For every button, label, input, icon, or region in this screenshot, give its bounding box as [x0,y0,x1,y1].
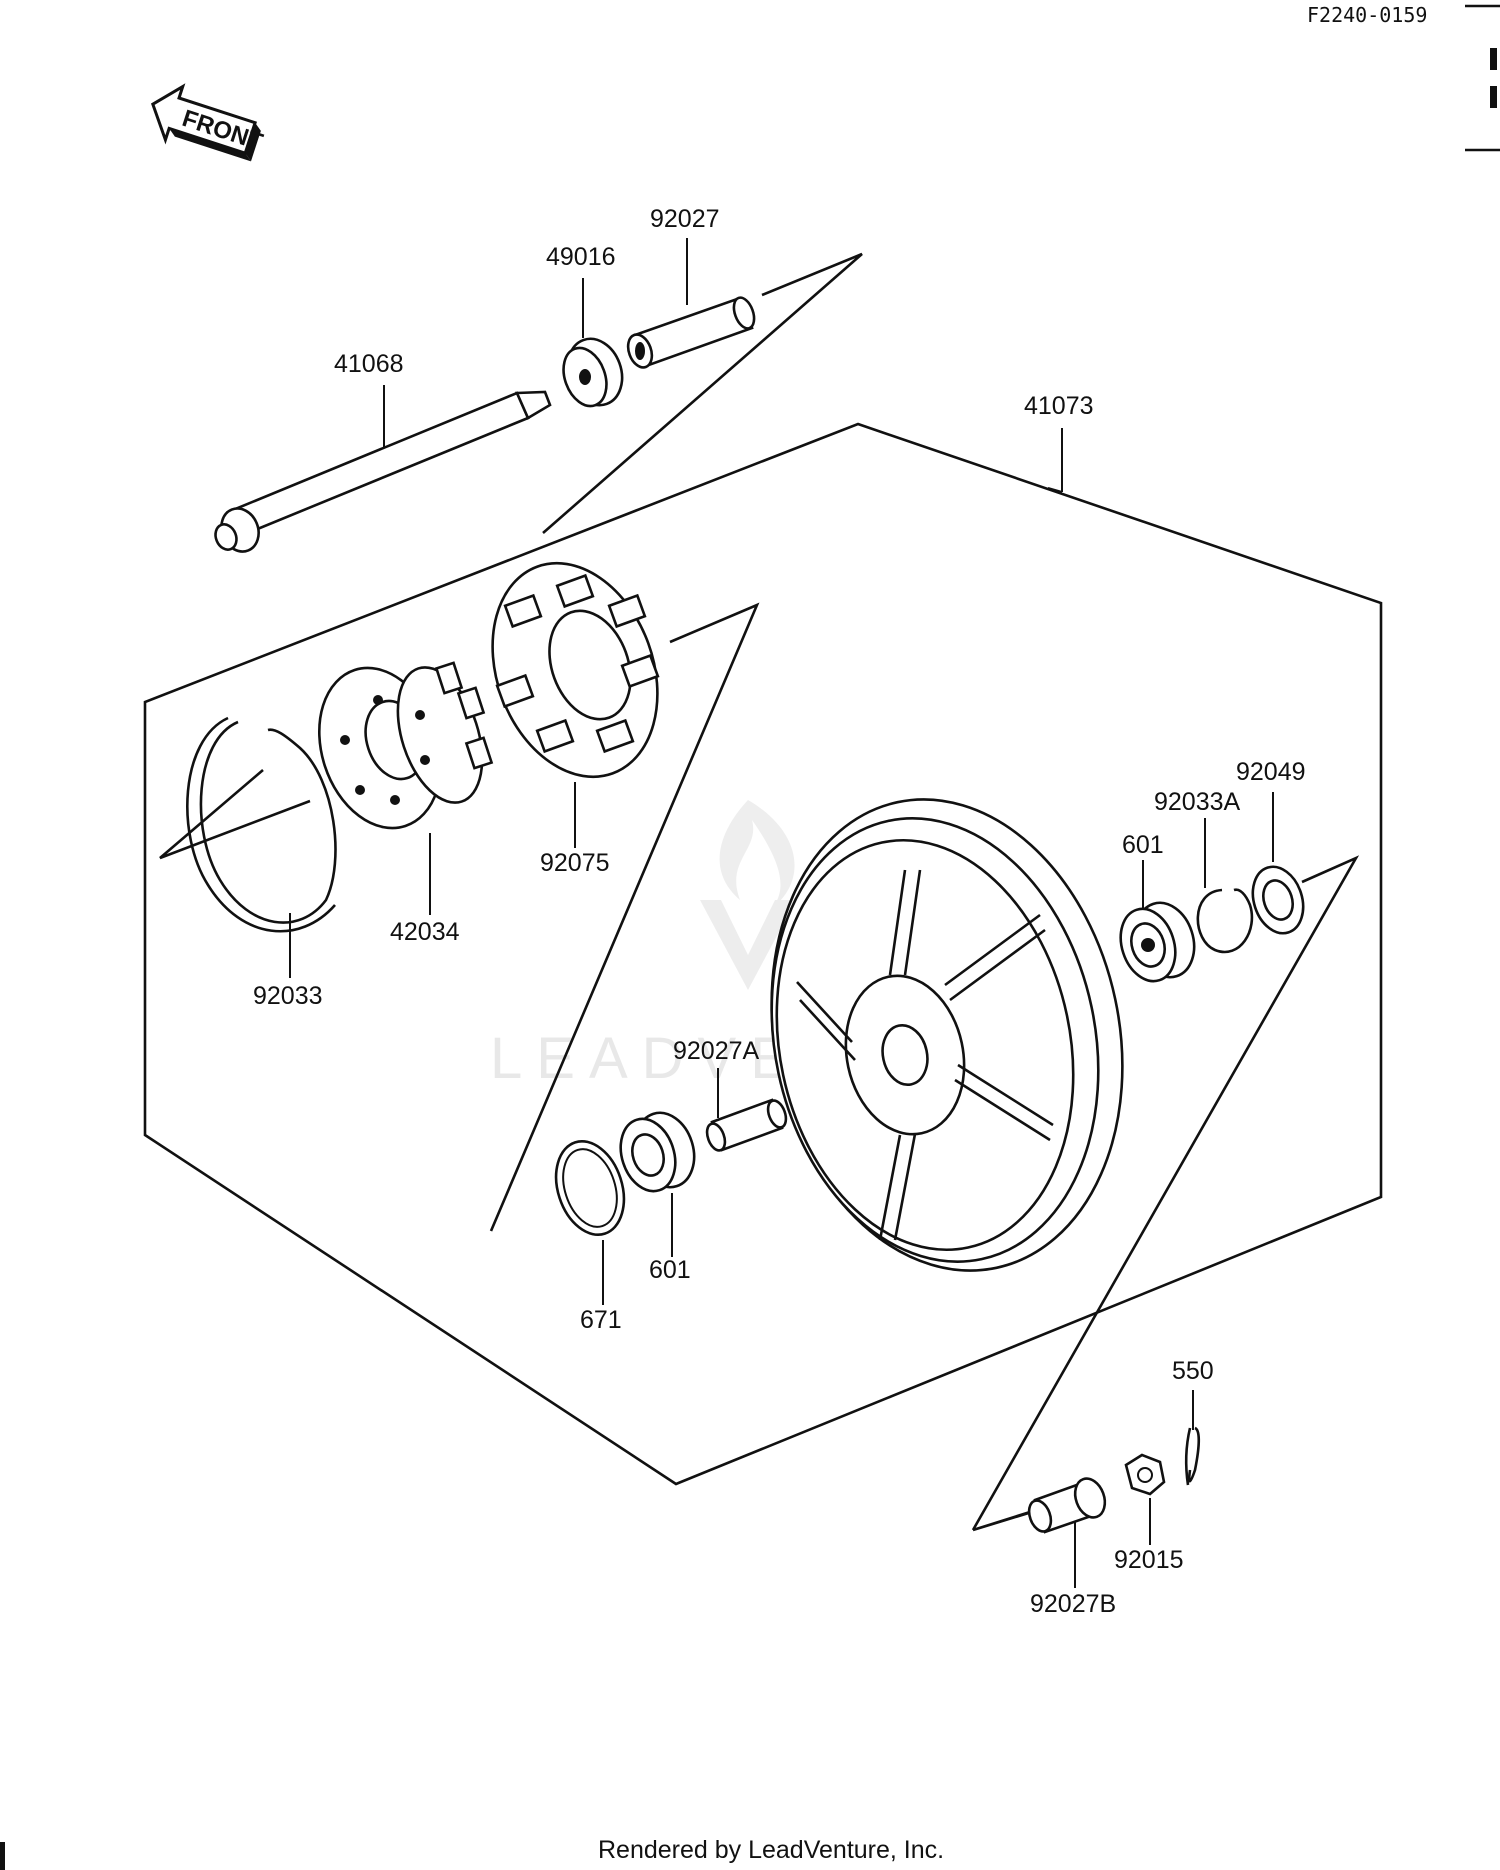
part-label-671: 671 [580,1306,622,1334]
circlip-wedge [159,769,311,860]
sleeve-92027A [705,1098,788,1152]
part-label-601-left: 601 [649,1256,691,1284]
cotter-pin-550 [1184,1426,1201,1486]
part-label-41068: 41068 [334,350,404,378]
part-label-92033: 92033 [253,982,323,1010]
center-group-wedge [489,602,760,1232]
part-label-550: 550 [1172,1357,1214,1385]
figure-code: F2240-0159 [1307,3,1427,27]
footer-credit: Rendered by LeadVenture, Inc. [598,1836,944,1864]
nut-92015 [1124,1453,1166,1496]
part-label-92015: 92015 [1114,1546,1184,1574]
bearing-601-left [619,1111,696,1193]
nut-group-wedge [972,1510,1033,1532]
part-label-601-right: 601 [1122,831,1164,859]
axle-group-wedge [542,252,863,534]
front-arrow-icon: FRONT [150,83,266,162]
oil-seal-92049 [1251,865,1305,935]
part-label-49016: 49016 [546,243,616,271]
part-label-92049: 92049 [1236,758,1306,786]
ring-671 [554,1139,626,1237]
part-label-92027A: 92027A [673,1037,760,1065]
coupling-42034 [317,661,494,830]
circlip-92033 [186,716,337,933]
assembly-outline-41073 [143,422,1383,1486]
collar-49016 [562,337,624,408]
part-label-92033A: 92033A [1154,788,1241,816]
part-label-92027: 92027 [650,205,720,233]
wheel-41073 [770,798,1124,1272]
sleeve-92027B [1027,1477,1107,1534]
part-label-41073: 41073 [1024,392,1094,420]
part-label-92027B: 92027B [1030,1590,1116,1618]
right-group-wedge [971,855,1360,1531]
sleeve-92027 [626,296,756,369]
damper-92075 [491,561,660,779]
part-label-92075: 92075 [540,849,610,877]
leader-lines [289,238,1274,1588]
bearing-601-right [1119,901,1196,983]
axle-41068 [214,390,552,553]
part-label-42034: 42034 [390,918,460,946]
page-edge-marks [0,4,1500,1870]
part-labels: 41068 49016 92027 41073 92033 42034 9207… [253,205,1306,1618]
circlip-92033A [1196,888,1254,954]
